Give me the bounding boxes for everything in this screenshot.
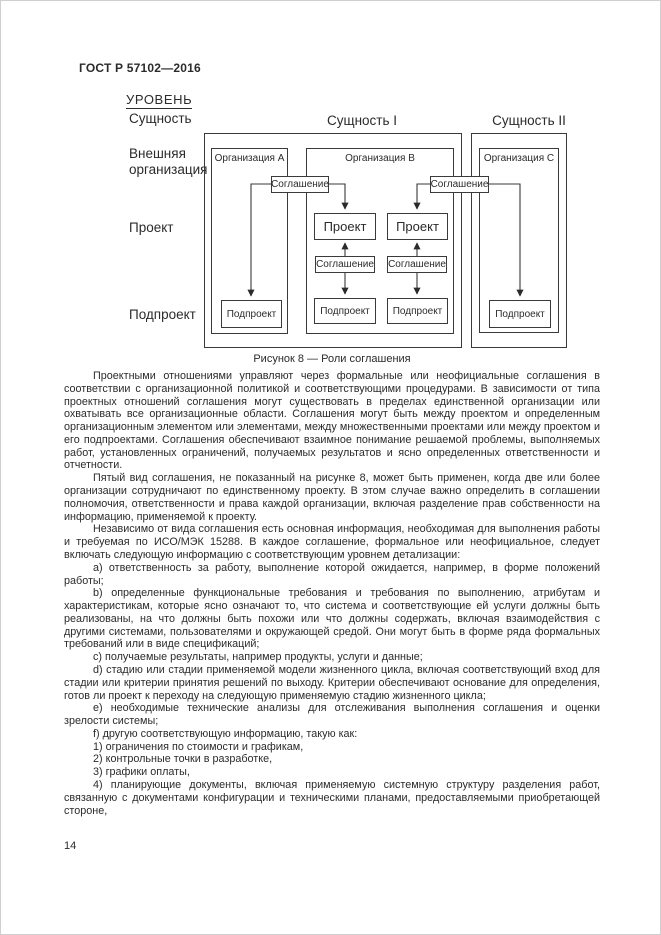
- project-box-right: Проект: [387, 213, 448, 240]
- paragraph-intro: Проектными отношениями управляют через ф…: [64, 370, 600, 472]
- paragraph-info-lead: Независимо от вида соглашения есть основ…: [64, 523, 600, 561]
- org-b-box: Организация B: [306, 148, 454, 334]
- row-label-project: Проект: [129, 220, 174, 235]
- list-item-d: d) стадию или стадии применяемой модели …: [64, 663, 600, 702]
- paragraph-fifth-kind: Пятый вид соглашения, не показанный на р…: [64, 472, 600, 523]
- subproject-box-org-a: Подпроект: [221, 300, 282, 328]
- agreement-box-b-c: Соглашение: [430, 176, 489, 193]
- figure-level-axis-label: УРОВЕНЬ: [126, 92, 193, 109]
- figure-caption: Рисунок 8 — Роли соглашения: [253, 353, 411, 365]
- subproject-box-right: Подпроект: [387, 298, 448, 324]
- entity-2-box: [471, 133, 567, 348]
- subproject-box-org-c: Подпроект: [489, 300, 551, 328]
- list-item-c: c) получаемые результаты, например проду…: [93, 651, 423, 664]
- entity-2-header: Сущность II: [492, 113, 566, 128]
- agreement-box-a-b: Соглашение: [271, 176, 329, 193]
- sublist-item-4: 4) планирующие документы, включая примен…: [64, 779, 600, 817]
- figure-connectors: [247, 183, 524, 297]
- sublist-item-2: 2) контрольные точки в разработке,: [93, 753, 273, 766]
- sublist-item-1: 1) ограничения по стоимости и графикам,: [93, 740, 304, 753]
- org-c-label: Организация C: [483, 153, 555, 164]
- page-header: ГОСТ Р 57102—2016: [79, 61, 201, 75]
- org-a-label: Организация A: [214, 153, 285, 164]
- sublist-item-3: 3) графики оплаты,: [93, 766, 190, 779]
- row-label-entity: Сущность: [129, 111, 192, 126]
- org-a-box: Организация A: [211, 148, 288, 334]
- org-c-box: Организация C: [479, 148, 559, 333]
- org-b-label: Организация B: [345, 153, 415, 164]
- page-number: 14: [64, 840, 77, 852]
- list-item-b: b) определенные функциональные требовани…: [64, 587, 600, 651]
- list-item-e: e) необходимые технические анализы для о…: [64, 702, 600, 728]
- subproject-box-left: Подпроект: [314, 298, 376, 324]
- entity-1-box: [204, 133, 462, 348]
- row-label-external-org: Внешняя организация: [129, 146, 208, 177]
- entity-1-header: Сущность I: [326, 113, 398, 128]
- row-label-subproject: Подпроект: [129, 307, 196, 322]
- body-text: Проектными отношениями управляют через ф…: [64, 370, 600, 817]
- project-box-left: Проект: [314, 213, 376, 240]
- agreement-box-mid-left: Соглашение: [315, 256, 375, 273]
- agreement-box-mid-right: Соглашение: [387, 256, 447, 273]
- list-item-a: a) ответственность за работу, выполнение…: [64, 561, 600, 587]
- list-item-f: f) другую соответствующую информацию, та…: [93, 727, 358, 740]
